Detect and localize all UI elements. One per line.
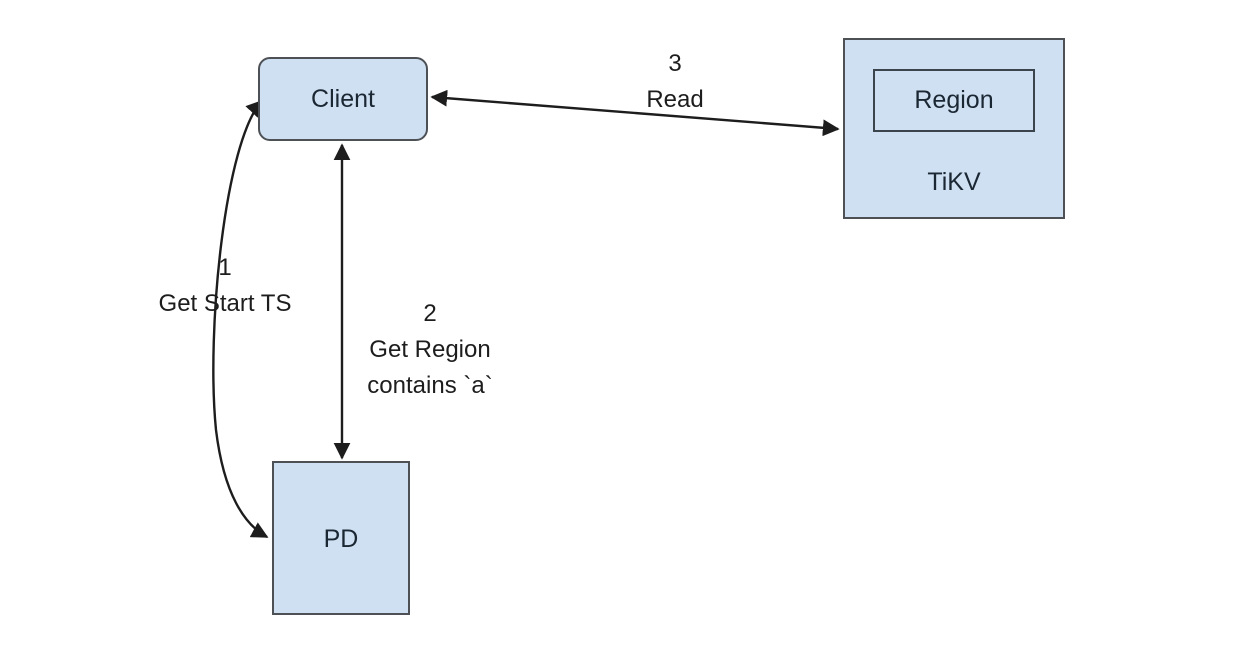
edge-get-start-ts bbox=[212, 99, 269, 539]
node-client[interactable]: Client bbox=[258, 57, 428, 141]
node-client-label: Client bbox=[311, 84, 375, 113]
edge-text-read: Read bbox=[646, 86, 704, 113]
edge-label-get-start-ts: 1 Get Start TS bbox=[125, 250, 325, 322]
node-pd-label: PD bbox=[323, 525, 359, 553]
edge-label-get-region: 2 Get Region contains `a` bbox=[330, 296, 530, 404]
node-tikv-label: TiKV bbox=[927, 168, 981, 196]
node-pd[interactable]: PD bbox=[272, 461, 410, 615]
node-region-label: Region bbox=[914, 86, 994, 114]
edge-number-3: 3 bbox=[668, 50, 682, 77]
edge-read bbox=[430, 89, 840, 137]
node-region[interactable]: Region bbox=[873, 69, 1035, 132]
edge-text-get-start-ts: Get Start TS bbox=[158, 290, 292, 317]
edge-number-1: 1 bbox=[218, 254, 232, 281]
edge-label-read: 3 Read bbox=[580, 46, 770, 118]
edge-text-get-region-line1: Get Region bbox=[369, 336, 491, 363]
node-tikv[interactable]: Region TiKV bbox=[843, 38, 1065, 219]
edge-number-2: 2 bbox=[423, 300, 437, 327]
edge-text-get-region-line2: contains `a` bbox=[367, 372, 493, 399]
